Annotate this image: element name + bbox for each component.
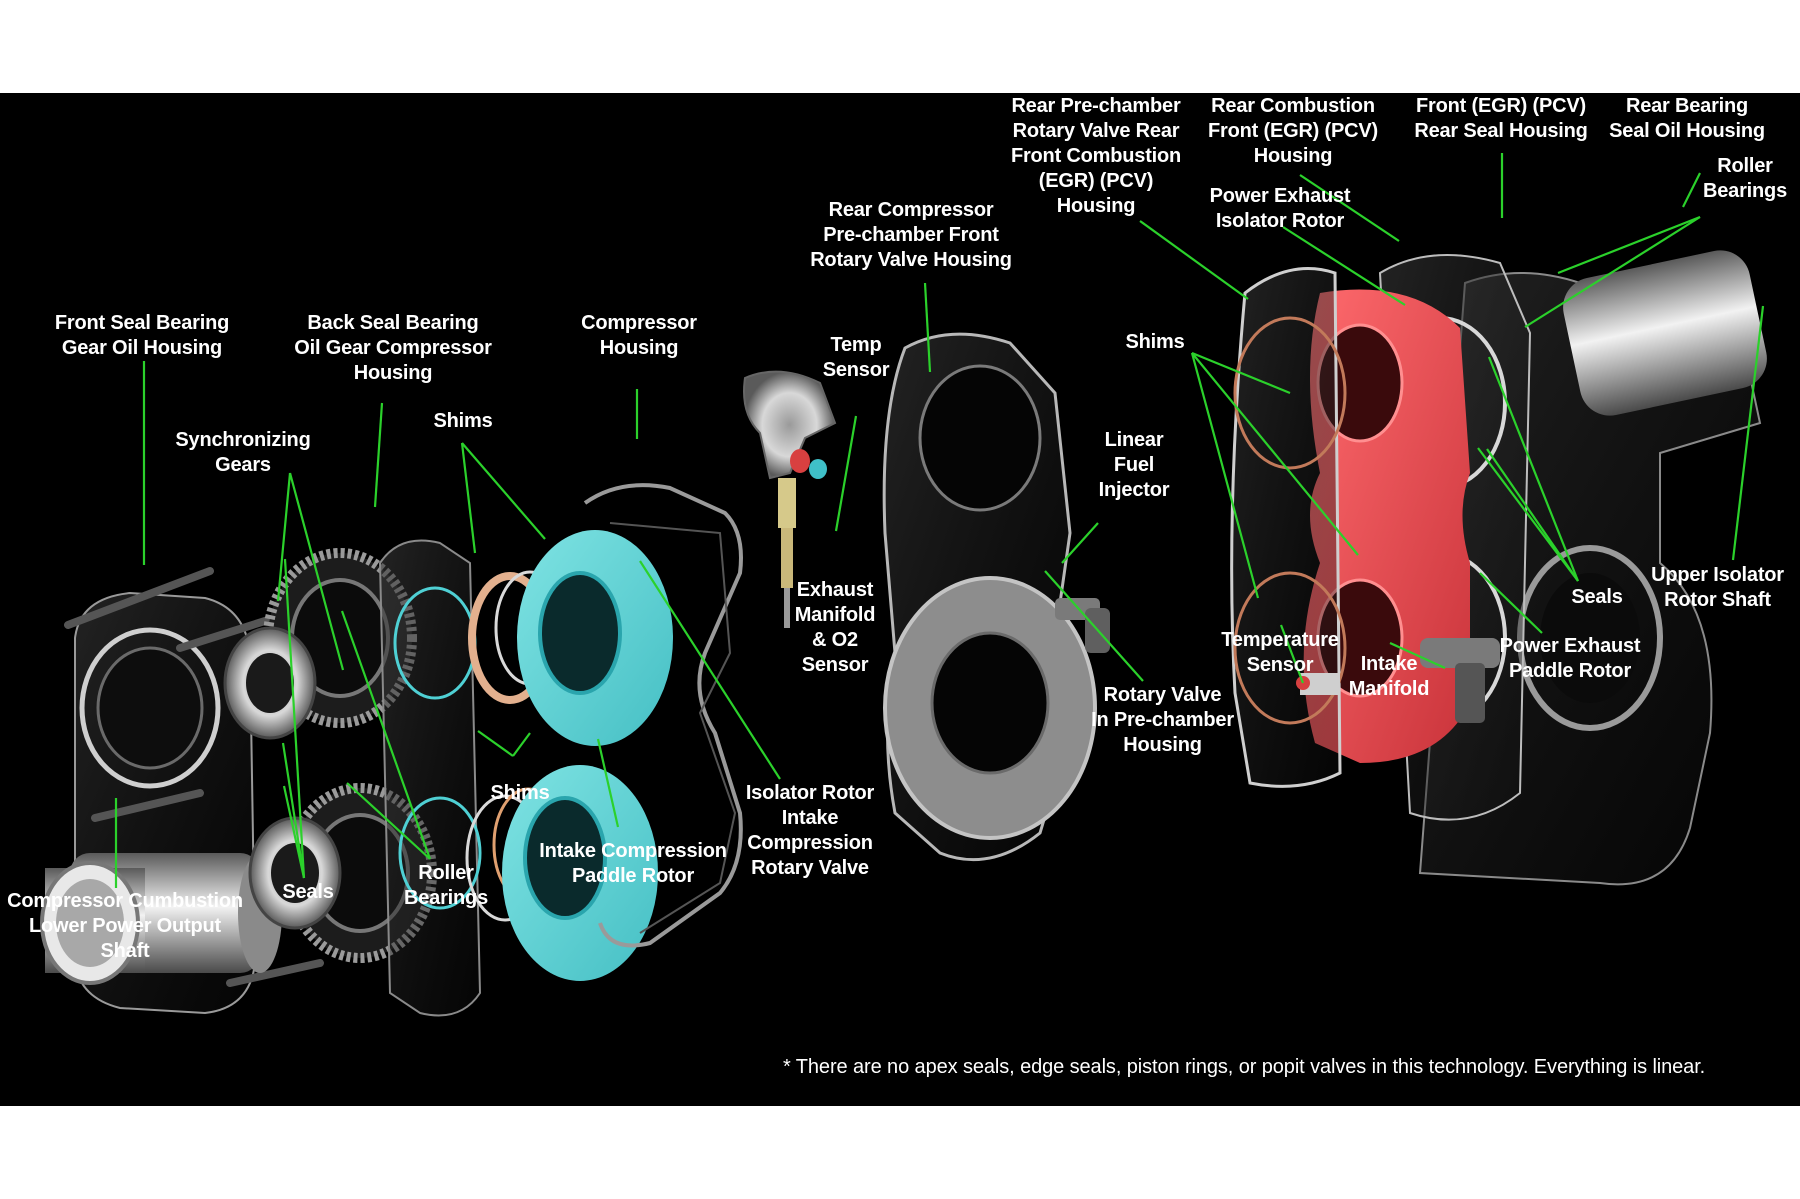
rear-compressor-housing [882, 332, 1110, 862]
right-module [1230, 250, 1767, 886]
label-temperature-sensor: Temperature Sensor [1221, 629, 1339, 676]
label-temp-sensor: Temp Sensor [822, 334, 890, 381]
left-roller-bearings [223, 626, 342, 930]
label-synchronizing-gears: Synchronizing Gears [175, 429, 311, 476]
diagram-panel: Front Seal Bearing Gear Oil Housing Back… [0, 93, 1800, 1106]
label-roller-bearings-right: Roller Bearings [1703, 155, 1787, 202]
temperature-sensor [1296, 673, 1340, 695]
label-shims-lower: Shims [490, 782, 550, 804]
intake-manifold [1420, 638, 1500, 723]
label-rear-bearing-seal-oil-housing: Rear Bearing Seal Oil Housing [1609, 95, 1765, 142]
label-front-egr-pcv-housing: Front (EGR) (PCV) Rear Seal Housing [1414, 95, 1588, 142]
compressor-housing [583, 483, 743, 948]
label-shims-right: Shims [1125, 331, 1185, 353]
label-front-seal-bearing-housing: Front Seal Bearing Gear Oil Housing [54, 312, 230, 359]
label-shims-upper: Shims [433, 410, 493, 432]
label-back-seal-bearing-housing: Back Seal Bearing Oil Gear Compressor Ho… [294, 312, 492, 384]
label-intake-manifold: Intake Manifold [1348, 653, 1430, 700]
label-seals-left: Seals [282, 881, 334, 903]
label-roller-bearings-left: Roller Bearings [404, 862, 488, 909]
label-compressor-output-shaft: Compressor Cumbustion Lower Power Output… [7, 890, 243, 962]
label-isolator-rotor-intake-valve: Isolator Rotor Intake Compression Rotary… [745, 782, 875, 879]
intake-compression-paddle-rotor [502, 530, 673, 981]
label-power-exhaust-paddle-rotor: Power Exhaust Paddle Rotor [1499, 635, 1641, 682]
label-rear-compressor-housing: Rear Compressor Pre-chamber Front Rotary… [810, 199, 1012, 271]
exhaust-manifold-o2-sensor [743, 370, 837, 628]
label-power-exhaust-isolator-rotor: Power Exhaust Isolator Rotor [1209, 185, 1351, 232]
output-shaft [40, 853, 282, 985]
label-compressor-housing: Compressor Housing [581, 312, 697, 359]
label-rear-prechamber-housing: Rear Pre-chamber Rotary Valve Rear Front… [1010, 95, 1182, 217]
back-seal-bearing-housing [378, 539, 482, 1017]
footnote: * There are no apex seals, edge seals, p… [783, 1056, 1706, 1078]
label-exhaust-manifold-o2-sensor: Exhaust Manifold & O2 Sensor [794, 579, 876, 676]
label-rear-combustion-housing: Rear Combustion Front (EGR) (PCV) Housin… [1208, 95, 1378, 167]
label-upper-isolator-rotor-shaft: Upper Isolator Rotor Shaft [1651, 564, 1784, 611]
label-intake-compression-paddle-rotor: Intake Compression Paddle Rotor [539, 840, 727, 887]
leader-lines [114, 153, 1765, 888]
label-linear-fuel-injector: Linear Fuel Injector [1098, 429, 1170, 501]
label-seals-right: Seals [1571, 586, 1623, 608]
label-rotary-valve-prechamber-housing: Rotary Valve In Pre-chamber Housing [1091, 684, 1234, 756]
exploded-engine-illustration [40, 153, 1767, 1017]
